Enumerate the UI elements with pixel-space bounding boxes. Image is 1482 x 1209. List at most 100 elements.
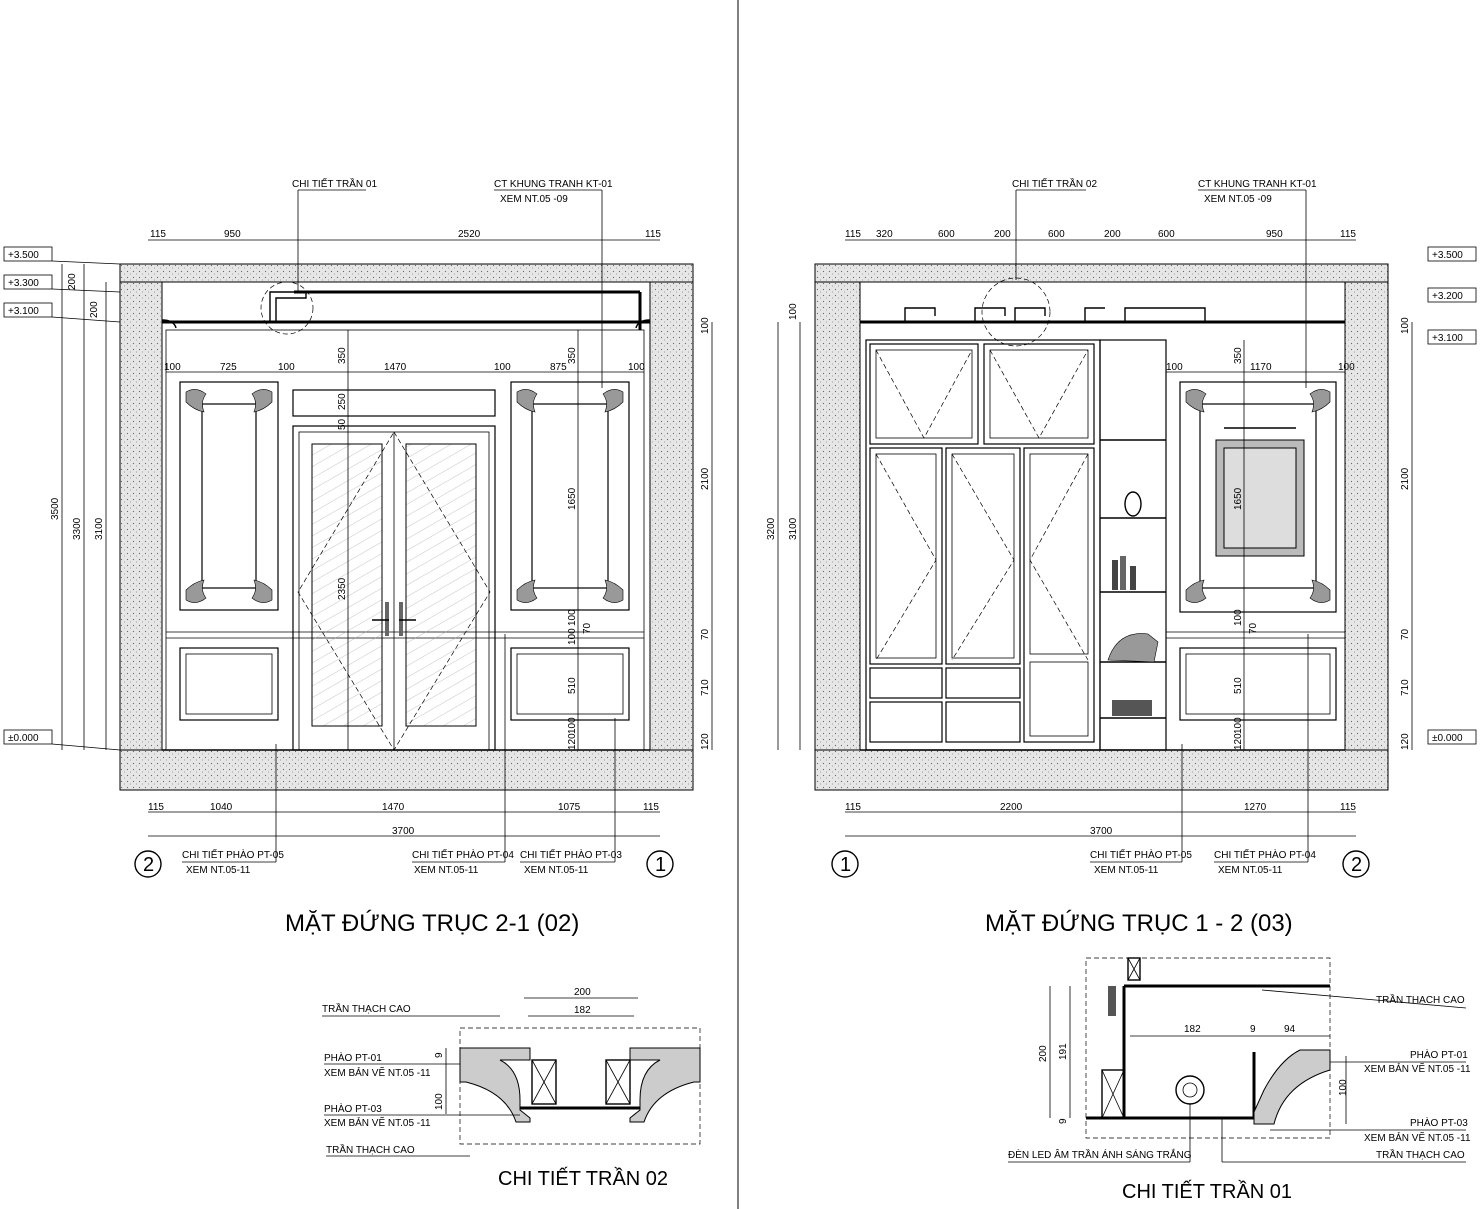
r-note-pt05-ref: XEM NT.05-11	[1094, 865, 1159, 876]
left-elevation-title: MẶT ĐỨNG TRỤC 2-1 (02)	[285, 910, 579, 937]
top-dim-3: 115	[645, 229, 661, 240]
vdim-mid-4: 1650	[567, 487, 578, 510]
top-dim-0: 115	[150, 229, 166, 240]
d01-label-pt01: PHÀO PT-01	[1410, 1048, 1468, 1061]
right-elevation-title: MẶT ĐỨNG TRỤC 1 - 2 (03)	[985, 910, 1293, 937]
r-bottom-dim-1: 2200	[1000, 802, 1023, 813]
d01-label-pt03: PHÀO PT-03	[1410, 1116, 1468, 1129]
total-dim: 3700	[392, 826, 415, 837]
r-top-dim-6: 600	[1158, 229, 1175, 240]
r-top-dim-5: 200	[1104, 229, 1121, 240]
detail-01: 182 9 94 200 191 9 100 TRẦN THẠCH CAO PH…	[1008, 957, 1471, 1203]
r-inner-dim-0: 100	[1166, 362, 1183, 373]
left-wall	[119, 281, 163, 751]
inner-dim-5: 875	[550, 362, 567, 373]
inner-dim-1: 725	[220, 362, 237, 373]
detail-01-title: CHI TIẾT TRẦN 01	[1122, 1180, 1292, 1203]
ceiling-slab	[119, 263, 694, 283]
vdim-left-0: 200	[67, 273, 78, 290]
inner-dim-2: 100	[278, 362, 295, 373]
r-total-dim: 3700	[1090, 826, 1113, 837]
open-shelf	[1099, 339, 1167, 751]
r-top-dim-1: 320	[876, 229, 893, 240]
bottom-dim-1: 1040	[210, 802, 233, 813]
vdim-mid-r-0: 350	[567, 347, 578, 364]
note-pt04: CHI TIẾT PHÀO PT-04	[412, 848, 514, 861]
left-level-marks: +3.500 +3.300 +3.100 ±0.000	[3, 246, 121, 751]
r-top-dim-4: 600	[1048, 229, 1065, 240]
r-note-pt04: CHI TIẾT PHÀO PT-04	[1214, 848, 1316, 861]
vdim-right-0: 100	[700, 317, 711, 334]
inner-dim-3: 1470	[384, 362, 407, 373]
r-vdim-mid-5: 100	[1233, 717, 1244, 734]
note-pt05: CHI TIẾT PHÀO PT-05	[182, 848, 284, 861]
vdim-mid-2: 50	[337, 418, 348, 430]
callout-frame-ref: XEM NT.05 -09	[500, 194, 568, 205]
r-callout-frame: CT KHUNG TRANH KT-01	[1198, 179, 1317, 190]
r-note-pt04-ref: XEM NT.05-11	[1218, 865, 1283, 876]
vdim-left-3: 3300	[72, 517, 83, 540]
d01-label-led: ĐÈN LED ÂM TRẦN ÁNH SÁNG TRẮNG	[1008, 1148, 1192, 1161]
vdim-mid-9: 100	[567, 717, 578, 734]
callout-ceiling-detail: CHI TIẾT TRẦN 01	[292, 177, 377, 190]
r-level-3500: +3.500	[1432, 250, 1463, 261]
r-vdim-mid-2: 100	[1233, 609, 1244, 626]
vdim-left-2: 3500	[50, 497, 61, 520]
r-vdim-mid-0: 350	[1233, 347, 1244, 364]
d01-dim-200: 200	[1038, 1045, 1049, 1062]
r-vdim-left-2: 3100	[788, 517, 799, 540]
vdim-mid-5: 100	[567, 609, 578, 626]
d01-label-ceiling-bottom: TRẦN THẠCH CAO	[1376, 1148, 1465, 1161]
r-top-dim-8: 115	[1340, 229, 1356, 240]
top-dim-2: 2520	[458, 229, 481, 240]
vdim-mid-0: 350	[337, 347, 348, 364]
d01-label-pt01-ref: XEM BẢN VẼ NT.05 -11	[1364, 1062, 1471, 1075]
axis-marker-right	[646, 850, 674, 878]
r-top-dim-7: 950	[1266, 229, 1283, 240]
d01-dim-9b: 9	[1250, 1024, 1256, 1035]
inner-dim-6: 100	[628, 362, 645, 373]
r-bottom-dim-2: 1270	[1244, 802, 1267, 813]
inner-dim-4: 100	[494, 362, 511, 373]
detail-02: 200 182 9 100 TRẦN THẠCH CAO PHÀO PT-01 …	[322, 987, 701, 1190]
d01-label-ceiling-top: TRẦN THẠCH CAO	[1376, 993, 1465, 1006]
d01-dim-182: 182	[1184, 1024, 1201, 1035]
bottom-dim-3: 1075	[558, 802, 581, 813]
r-vdim-mid-4: 510	[1233, 677, 1244, 694]
level-3300: +3.300	[8, 278, 39, 289]
level-3100: +3.100	[8, 306, 39, 317]
axis-label-left: 2	[143, 854, 154, 876]
d02-label-pt01-ref: XEM BẢN VẼ NT.05 -11	[324, 1066, 431, 1079]
floor-slab	[119, 749, 694, 791]
r-bottom-dim-0: 115	[845, 802, 861, 813]
r-top-dim-3: 200	[994, 229, 1011, 240]
r-top-dim-0: 115	[845, 229, 861, 240]
vdim-right-3: 710	[700, 679, 711, 696]
r-level-0000: ±0.000	[1432, 733, 1463, 744]
d02-label-ceiling-top: TRẦN THẠCH CAO	[322, 1002, 411, 1015]
bottom-dim-0: 115	[148, 802, 164, 813]
axis-marker-left	[134, 850, 162, 878]
vdim-right-2: 70	[700, 628, 711, 640]
vdim-mid-1: 250	[337, 393, 348, 410]
inner-dim-0: 100	[164, 362, 181, 373]
d01-dim-191: 191	[1058, 1043, 1069, 1060]
r-inner-dim-1: 1170	[1250, 362, 1272, 373]
vdim-left-4: 3100	[94, 517, 105, 540]
right-wall	[649, 281, 694, 751]
note-pt04-ref: XEM NT.05-11	[414, 865, 479, 876]
vdim-mid-10: 120	[567, 733, 578, 750]
axis-label-right: 1	[655, 854, 666, 876]
vdim-mid-7: 100	[567, 628, 578, 645]
note-pt03: CHI TIẾT PHÀO PT-03	[520, 848, 622, 861]
r-axis-label-left: 1	[840, 854, 851, 876]
r-vdim-right-1: 2100	[1400, 467, 1411, 490]
d02-dim-200: 200	[574, 987, 591, 998]
d02-label-pt03-ref: XEM BẢN VẼ NT.05 -11	[324, 1116, 431, 1129]
right-elevation: +3.500 +3.200 +3.100 ±0.000 115 320 600 …	[766, 177, 1477, 937]
note-pt03-ref: XEM NT.05-11	[524, 865, 589, 876]
wardrobe	[865, 339, 1101, 751]
vdim-mid-6: 70	[582, 622, 593, 634]
